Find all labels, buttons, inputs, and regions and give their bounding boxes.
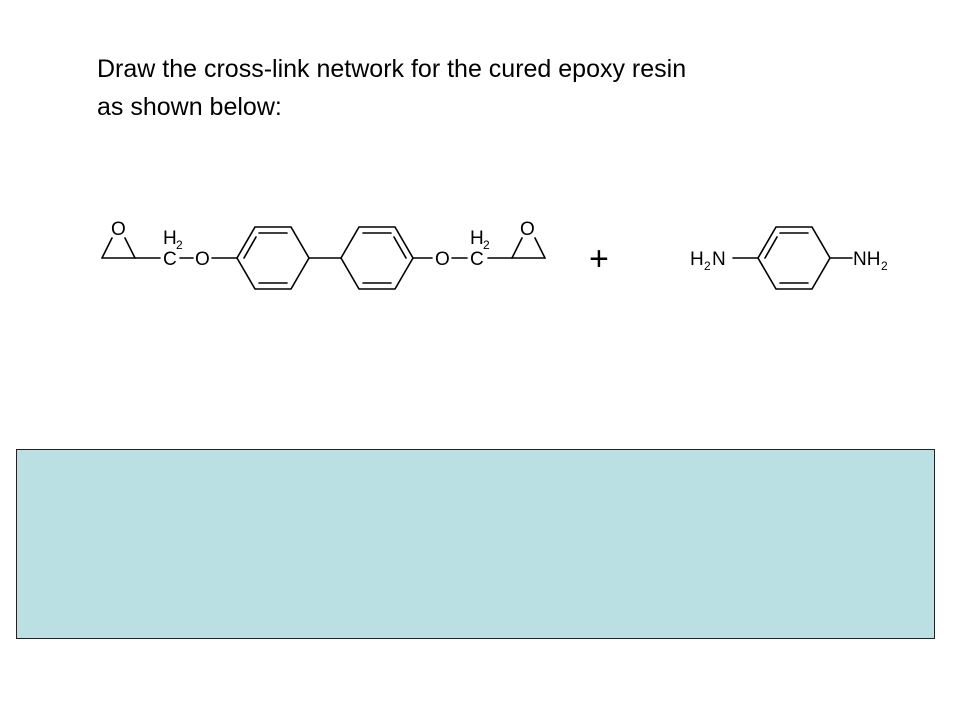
right-ch2-subscript: 2 xyxy=(483,238,490,252)
right-epoxide-ring xyxy=(511,237,546,259)
question-line-2: as shown below: xyxy=(97,93,282,121)
right-epoxide-oxygen: O xyxy=(520,219,535,240)
left-amine-nitrogen: N xyxy=(712,249,726,270)
answer-box[interactable] xyxy=(16,449,935,639)
left-ether-oxygen: O xyxy=(195,249,210,270)
left-ch2-carbon: C xyxy=(163,249,177,270)
right-ch2-hydrogen: H xyxy=(470,228,484,249)
right-amine-nh: NH xyxy=(853,249,880,270)
left-ch2-hydrogen: H xyxy=(163,228,177,249)
left-amine-hydrogen: H xyxy=(690,249,704,270)
epoxy-monomer xyxy=(101,226,546,290)
left-epoxide-ring xyxy=(101,237,136,259)
biphenyl-ring-2 xyxy=(340,226,414,290)
left-epoxide-oxygen: O xyxy=(111,219,126,240)
right-amine-subscript: 2 xyxy=(881,259,888,273)
right-ch2-carbon: C xyxy=(470,249,484,270)
diamine xyxy=(732,226,853,290)
right-ether-oxygen: O xyxy=(435,249,450,270)
phenylene-ring xyxy=(757,226,831,290)
left-amine-subscript: 2 xyxy=(704,259,711,273)
left-ch2-subscript: 2 xyxy=(176,238,183,252)
question-text: Draw the cross-link network for the cure… xyxy=(97,50,897,126)
plus-sign: + xyxy=(589,240,609,278)
question-line-1: Draw the cross-link network for the cure… xyxy=(97,55,687,83)
biphenyl-ring-1 xyxy=(236,226,310,290)
